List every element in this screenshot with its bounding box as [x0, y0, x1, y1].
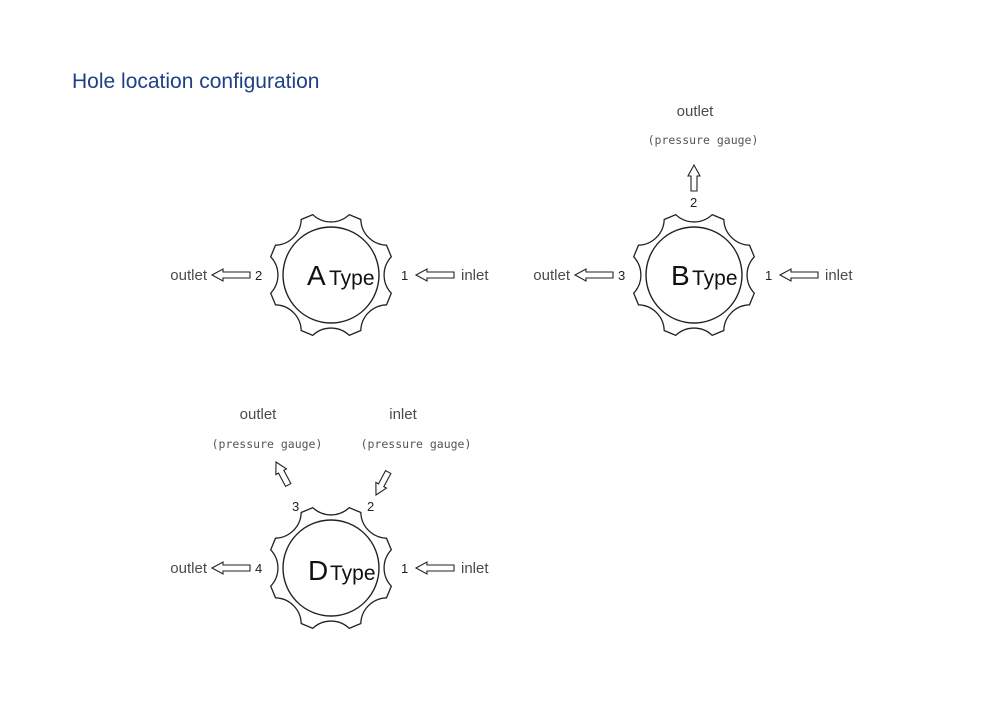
d-type-letter: D	[308, 555, 328, 586]
a-type-inlet-arrow-icon	[415, 268, 455, 282]
d-type-diagram: D Type 4 1 3 2 outlet inlet outlet (pres…	[170, 406, 489, 630]
d-type-port-1-number: 1	[401, 561, 408, 576]
b-type-label: Type	[692, 267, 738, 290]
a-type-letter: A	[307, 260, 326, 291]
d-type-center-circle	[282, 519, 380, 617]
b-type-port-3-number: 3	[618, 268, 625, 283]
a-type-center-circle	[282, 226, 380, 324]
d-type-upper-outlet-pressure-gauge-label: (pressure gauge)	[212, 437, 323, 451]
d-type-label: Type	[330, 562, 376, 585]
d-type-upper-outlet-arrow-icon	[270, 458, 295, 489]
d-type-port-3-number: 3	[292, 499, 299, 514]
d-type-upper-inlet-label: inlet	[389, 406, 417, 423]
b-type-top-outlet-label: outlet	[677, 103, 715, 120]
a-type-inlet-label: inlet	[461, 267, 489, 284]
b-type-port-1-number: 1	[765, 268, 772, 283]
a-type-port-1-number: 1	[401, 268, 408, 283]
d-type-upper-outlet-label: outlet	[240, 406, 278, 423]
page-title: Hole location configuration	[72, 70, 320, 93]
d-type-inlet-arrow-icon	[415, 561, 455, 575]
b-type-top-outlet-arrow-icon	[687, 164, 701, 192]
d-type-inlet-label: inlet	[461, 560, 489, 577]
d-type-port-4-number: 4	[255, 561, 262, 576]
b-type-outlet-arrow-icon	[574, 268, 614, 282]
d-type-outlet-label: outlet	[170, 560, 208, 577]
a-type-label: Type	[329, 267, 375, 290]
a-type-diagram: A Type 2 1 outlet inlet	[170, 213, 489, 337]
d-type-port-2-number: 2	[367, 499, 374, 514]
b-type-diagram: B Type 3 1 2 outlet inlet outlet (pressu…	[533, 103, 853, 337]
d-type-upper-inlet-arrow-icon	[370, 468, 395, 499]
b-type-port-2-number: 2	[690, 195, 697, 210]
b-type-center-circle	[645, 226, 743, 324]
b-type-letter: B	[671, 260, 690, 291]
a-type-outlet-arrow-icon	[211, 268, 251, 282]
b-type-inlet-label: inlet	[825, 267, 853, 284]
d-type-outlet-arrow-icon	[211, 561, 251, 575]
a-type-outlet-label: outlet	[170, 267, 208, 284]
b-type-top-pressure-gauge-label: (pressure gauge)	[648, 133, 759, 147]
a-type-port-2-number: 2	[255, 268, 262, 283]
d-type-upper-inlet-pressure-gauge-label: (pressure gauge)	[361, 437, 472, 451]
b-type-outlet-label: outlet	[533, 267, 571, 284]
b-type-inlet-arrow-icon	[779, 268, 819, 282]
